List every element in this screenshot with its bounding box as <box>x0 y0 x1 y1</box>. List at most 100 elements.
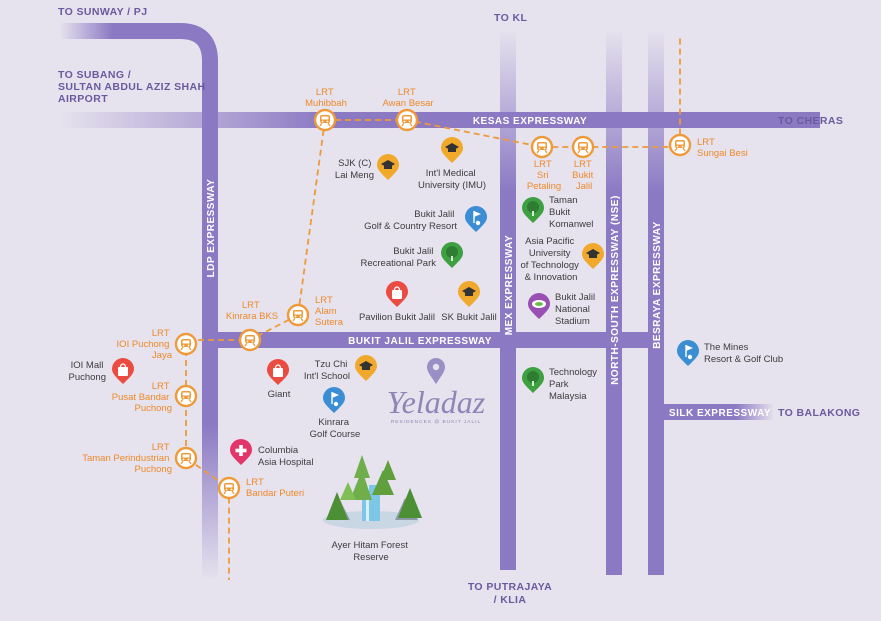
lrt-station-bandar-puteri[interactable] <box>217 476 241 500</box>
roads <box>60 23 820 580</box>
road-bukit-jalil <box>202 332 662 348</box>
train-icon <box>180 391 192 403</box>
poi-labels: SJK (C) Lai Meng Int'l Medical Universit… <box>68 158 783 563</box>
label-sjk-lai-meng: SJK (C) Lai Meng <box>335 158 374 181</box>
place-imu[interactable] <box>441 137 463 163</box>
lrt-muhibbah-label: LRT Muhibbah <box>305 87 347 109</box>
train-icon <box>223 483 235 495</box>
graduation-cap-icon <box>586 249 600 258</box>
shopping-bag-icon <box>392 286 402 299</box>
place-bukit-jalil-golf[interactable] <box>465 206 487 232</box>
place-taman-bukit-komanwel[interactable] <box>522 197 544 223</box>
label-national-stadium: Bukit Jalil National Stadium <box>555 292 598 327</box>
lrt-pusat-bandar-label: LRT Pusat Bandar Puchong <box>112 381 172 414</box>
silk-label: SILK EXPRESSWAY <box>669 408 771 419</box>
train-icon <box>674 140 686 152</box>
dir-sunway: TO SUNWAY / PJ <box>58 6 147 18</box>
dir-balakong: TO BALAKONG <box>778 407 860 419</box>
dir-subang-2: SULTAN ABDUL AZIZ SHAH <box>58 81 205 93</box>
lrt-station-muhibbah[interactable] <box>313 108 337 132</box>
lrt-taman-perindustrian-label: LRT Taman Perindustrian Puchong <box>82 442 172 475</box>
road-besraya-bottom <box>648 300 664 575</box>
map-pin-icon <box>323 387 345 413</box>
label-sk-bukit-jalil: SK Bukit Jalil <box>441 312 496 323</box>
road-ldp <box>202 60 218 580</box>
golf-flag-icon <box>473 211 481 226</box>
lrt-sri-petaling-label: LRT Sri Petaling <box>527 159 561 192</box>
place-sjk-lai-meng[interactable] <box>377 154 399 180</box>
place-the-mines[interactable] <box>677 340 699 366</box>
lrt-station-alam-sutera[interactable] <box>286 303 310 327</box>
dir-kl: TO KL <box>494 12 527 24</box>
place-tzu-chi[interactable] <box>355 355 377 381</box>
road-silk <box>664 404 774 420</box>
project-pin-icon <box>427 358 445 384</box>
lrt-alam-sutera-label: LRT Alam Sutera <box>315 295 344 328</box>
train-icon <box>244 335 256 347</box>
train-icon <box>180 339 192 351</box>
stadium-icon <box>532 300 546 308</box>
lrt-bandar-puteri-label: LRT Bandar Puteri <box>246 477 304 499</box>
place-giant[interactable] <box>267 359 289 385</box>
tree-icon <box>527 371 539 386</box>
label-bukit-jalil-park: Bukit Jalil Recreational Park <box>360 246 436 269</box>
dir-putrajaya-1: TO PUTRAJAYA <box>468 581 552 593</box>
lrt-station-kinrara-bks[interactable] <box>238 328 262 352</box>
road-kesas-right <box>660 112 820 128</box>
place-sk-bukit-jalil[interactable] <box>458 281 480 307</box>
place-technology-park[interactable] <box>522 367 544 393</box>
lrt-line-puchong <box>185 340 230 580</box>
lrt-line-muhibbah-alam <box>297 119 326 316</box>
graduation-cap-icon <box>462 287 476 296</box>
lrt-station-pusat-bandar-puchong[interactable] <box>174 384 198 408</box>
lrt-sungai-besi-label: LRT Sungai Besi <box>697 137 748 159</box>
lrt-station-ioi-puchong-jaya[interactable] <box>174 332 198 356</box>
lrt-station-sri-petaling[interactable] <box>530 135 554 159</box>
place-kinrara-golf[interactable] <box>323 387 345 413</box>
train-icon <box>536 142 548 154</box>
lrt-station-taman-perindustrian-puchong[interactable] <box>174 446 198 470</box>
golf-flag-icon <box>331 392 339 407</box>
place-apu[interactable] <box>582 243 604 269</box>
lrt-labels: LRT Muhibbah LRT Awan Besar LRT Sri Peta… <box>82 87 747 499</box>
lrt-kinrara-label: LRT Kinrara BKS <box>226 300 278 322</box>
label-apu: Asia Pacific University of Technology & … <box>520 236 581 283</box>
project-logo: Yeladaz RESIDENCES @ BUKIT JALIL <box>387 358 486 425</box>
golf-flag-icon <box>685 345 693 360</box>
train-icon <box>180 453 192 465</box>
project-tagline: RESIDENCES @ BUKIT JALIL <box>391 419 481 425</box>
place-pavilion-bukit-jalil[interactable] <box>386 281 408 307</box>
train-icon <box>577 142 589 154</box>
lrt-awan-besar-label: LRT Awan Besar <box>382 87 433 109</box>
graduation-cap-icon <box>445 143 459 152</box>
graduation-cap-icon <box>381 160 395 169</box>
label-taman-bukit-komanwel: Taman Bukit Komanwel <box>549 195 593 230</box>
place-columbia-hospital[interactable] <box>230 439 252 465</box>
label-tzu-chi: Tzu Chi Int'l School <box>304 359 350 382</box>
label-giant: Giant <box>268 389 291 400</box>
road-nse-bottom <box>606 300 622 575</box>
graduation-cap-icon <box>359 361 373 370</box>
map-pin-icon <box>465 206 487 232</box>
label-the-mines: The Mines Resort & Golf Club <box>704 342 783 365</box>
dir-cheras: TO CHERAS <box>778 115 843 127</box>
label-imu: Int'l Medical University (IMU) <box>418 168 486 191</box>
label-ayer-hitam: Ayer Hitam Forest Reserve <box>331 540 410 563</box>
label-bukit-jalil-golf: Bukit Jalil Golf & Country Resort <box>364 209 457 232</box>
place-ioi-mall[interactable] <box>112 358 134 384</box>
lrt-ioi-puchong-label: LRT IOI Puchong Jaya <box>117 328 173 361</box>
lrt-station-awan-besar[interactable] <box>395 108 419 132</box>
lrt-line-sri-petaling <box>325 35 681 148</box>
hospital-cross-icon <box>235 445 247 456</box>
label-pavilion: Pavilion Bukit Jalil <box>359 312 435 323</box>
place-bukit-jalil-park[interactable] <box>441 242 463 268</box>
train-icon <box>401 115 413 127</box>
lrt-bukit-jalil-label: LRT Bukit Jalil <box>572 159 596 192</box>
lrt-station-bukit-jalil[interactable] <box>571 135 595 159</box>
label-technology-park: Technology Park Malaysia <box>549 367 600 402</box>
ldp-label: LDP EXPRESSWAY <box>206 179 217 278</box>
lrt-station-sungai-besi[interactable] <box>668 133 692 157</box>
place-national-stadium[interactable] <box>528 293 550 319</box>
